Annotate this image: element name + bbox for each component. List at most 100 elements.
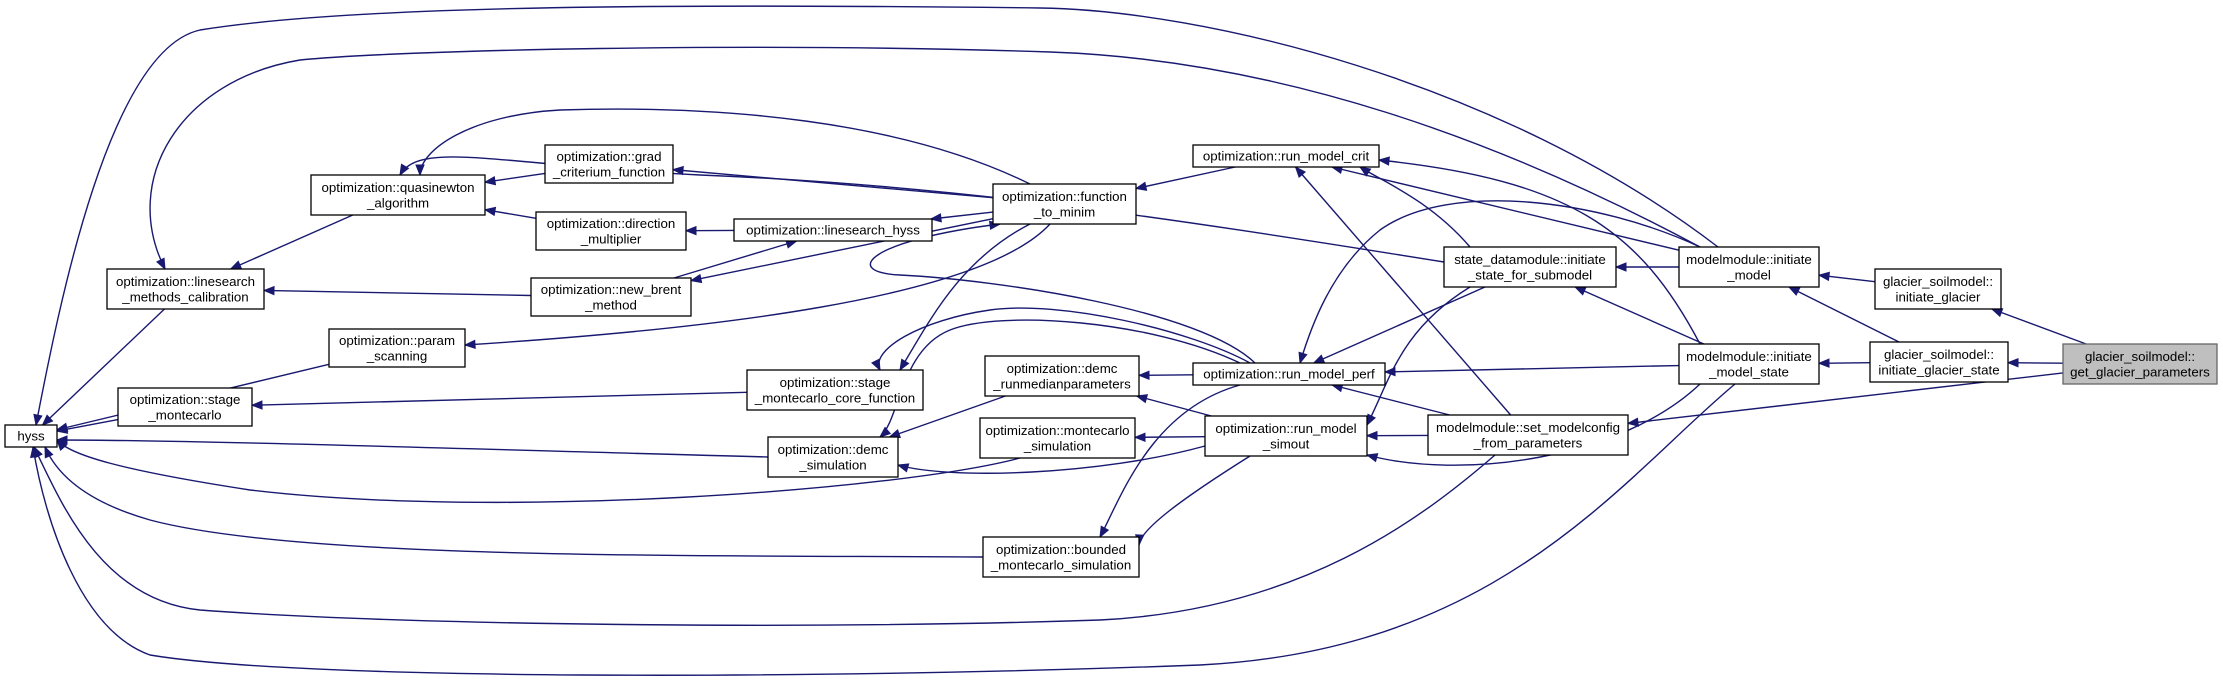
edge-run-model-perf-to-stage-core-arrowhead [871, 358, 881, 372]
node-initiate-state-for-submodel[interactable]: state_datamodule::initiate_state_for_sub… [1443, 246, 1617, 288]
edge-bounded-montecarlo-to-hyss [44, 446, 984, 558]
node-box [984, 355, 1140, 397]
node-label-line: hyss [17, 429, 45, 444]
edge-set-modelconfig-to-run-model-perf [1331, 384, 1450, 416]
edge-run-model-simout-to-montecarlo-sim [1134, 436, 1206, 439]
node-label-line: _montecarlo_simulation [990, 557, 1131, 572]
edge-initiate-glacier-state-to-initiate-model [1788, 286, 1900, 343]
node-initiate-model-state[interactable]: modelmodule::initiate_model_state [1678, 343, 1820, 385]
edge-initiate-glacier-state-to-initiate-model-state-arrowhead [1817, 358, 1830, 368]
node-set-modelconfig[interactable]: modelmodule::set_modelconfig_from_parame… [1427, 414, 1629, 456]
node-label-line: optimization::linesearch [116, 274, 255, 289]
node-label-line: optimization::direction [547, 216, 676, 231]
node-label-line: optimization::run_model_perf [1203, 367, 1375, 382]
edge-run-model-simout-to-bounded-montecarlo [1138, 455, 1251, 546]
node-label-line: _method [584, 297, 637, 312]
node-label-line: _to_minim [1033, 204, 1095, 219]
node-box [310, 174, 486, 216]
node-box [1678, 343, 1820, 385]
node-label-line: optimization::demc [1007, 361, 1118, 376]
edge-set-modelconfig-to-run-model-crit [1295, 166, 1512, 416]
node-label-line: initiate_glacier [1895, 289, 1981, 304]
node-label-line: _simout [1262, 436, 1310, 451]
edge-get-glacier-parameters-to-initiate-glacier-arrowhead [1990, 308, 2004, 318]
edge-initiate-model-to-linesearch-methods-calibration-arrowhead [156, 257, 166, 271]
edge-initiate-model-to-hyss-arrowhead [33, 413, 43, 427]
node-function-to-minim[interactable]: optimization::function_to_minim [992, 183, 1137, 225]
edge-initiate-state-for-submodel-to-run-model-simout-arrowhead [1366, 413, 1376, 427]
node-hyss[interactable]: hyss [4, 424, 58, 448]
edge-demc-simulation-to-hyss-arrowhead [55, 435, 68, 445]
edge-stage-montecarlo-to-hyss-arrowhead [55, 424, 69, 434]
node-bounded-montecarlo[interactable]: optimization::bounded_montecarlo_simulat… [982, 536, 1140, 578]
node-box [328, 328, 466, 368]
node-label-line: _montecarlo [147, 407, 221, 422]
edge-montecarlo-sim-to-hyss-arrowhead [56, 438, 68, 452]
edge-new-brent-to-linesearch-hyss [673, 240, 797, 279]
edge-run-model-simout-to-demc-simulation [897, 445, 1206, 474]
node-label-line: _state_for_submodel [1467, 267, 1592, 282]
edge-stage-core-to-stage-montecarlo-arrowhead [250, 400, 263, 410]
edge-initiate-state-for-submodel-to-run-model-perf [1313, 286, 1486, 364]
edge-function-to-minim-to-quasinewton [419, 108, 1031, 185]
node-label-line: glacier_soilmodel:: [2085, 349, 2195, 364]
node-label-line: optimization::linesearch_hyss [746, 223, 920, 238]
edge-function-to-minim-to-quasinewton-arrowhead [415, 164, 425, 177]
node-demc-runmedian[interactable]: optimization::demc_runmedianparameters [984, 355, 1140, 397]
node-box [1874, 268, 2002, 310]
edge-initiate-model-state-to-run-model-simout [1366, 383, 1701, 466]
node-label-line: glacier_soilmodel:: [1883, 274, 1993, 289]
edge-run-model-perf-to-bounded-montecarlo-arrowhead [1099, 525, 1110, 539]
node-label-line: optimization::bounded [996, 542, 1126, 557]
edge-run-model-perf-to-demc-simulation-arrowhead [878, 426, 892, 438]
node-new-brent[interactable]: optimization::new_brent_method [530, 277, 692, 317]
node-box [535, 211, 687, 251]
node-stage-montecarlo[interactable]: optimization::stage_montecarlo [117, 387, 253, 427]
node-label-line: _multiplier [580, 231, 642, 246]
node-label-line: optimization::stage [130, 392, 241, 407]
node-box [982, 536, 1140, 578]
edge-initiate-glacier-state-to-initiate-model-arrowhead [1787, 286, 1801, 296]
node-linesearch-hyss[interactable]: optimization::linesearch_hyss [733, 218, 933, 242]
edge-run-model-crit-to-function-to-minim-arrowhead [1134, 181, 1148, 191]
edge-function-to-minim-to-new-brent-arrowhead [689, 273, 703, 284]
edge-initiate-model-state-to-run-model-perf-arrowhead [1383, 366, 1396, 377]
edge-linesearch-methods-calibration-to-hyss-arrowhead [41, 414, 54, 426]
node-stage-core[interactable]: optimization::stage_montecarlo_core_func… [746, 369, 924, 411]
edge-function-to-minim-to-stage-core [899, 223, 1031, 371]
edge-function-to-minim-to-grad-criterium [672, 168, 994, 199]
edge-initiate-model-to-hyss [35, 5, 1719, 426]
node-param-scanning[interactable]: optimization::param_scanning [328, 328, 466, 368]
edge-get-glacier-parameters-to-set-modelconfig-arrowhead [1626, 417, 1639, 427]
edge-new-brent-to-linesearch-methods-calibration-arrowhead [262, 285, 275, 296]
node-label-line: optimization::run_model_crit [1203, 149, 1370, 164]
node-label-line: optimization::stage [780, 375, 891, 390]
node-montecarlo-sim[interactable]: optimization::montecarlo_simulation [979, 417, 1136, 459]
node-run-model-crit[interactable]: optimization::run_model_crit [1192, 144, 1380, 168]
node-grad-criterium[interactable]: optimization::grad_criterium_function [544, 144, 674, 184]
node-label-line: _simulation [1023, 438, 1091, 453]
node-initiate-model[interactable]: modelmodule::initiate_model [1678, 246, 1820, 288]
node-label-line: _model [1726, 267, 1771, 282]
node-box [2062, 343, 2218, 385]
node-label-line: glacier_soilmodel:: [1884, 347, 1994, 362]
edge-initiate-state-for-submodel-to-run-model-crit [1359, 166, 1471, 248]
node-demc-simulation[interactable]: optimization::demc_simulation [767, 436, 899, 478]
node-box [746, 369, 924, 411]
node-direction-multiplier[interactable]: optimization::direction_multiplier [535, 211, 687, 251]
edge-run-model-simout-to-demc-runmedian-arrowhead [1135, 394, 1149, 404]
node-initiate-glacier[interactable]: glacier_soilmodel::initiate_glacier [1874, 268, 2002, 310]
node-box [1443, 246, 1617, 288]
node-box [1869, 341, 2009, 383]
edge-initiate-glacier-to-initiate-model-arrowhead [1817, 271, 1830, 282]
node-run-model-perf[interactable]: optimization::run_model_perf [1192, 362, 1386, 386]
node-initiate-glacier-state[interactable]: glacier_soilmodel::initiate_glacier_stat… [1869, 341, 2009, 383]
edge-initiate-state-for-submodel-to-linesearch-methods-calibration-arrowhead [399, 163, 410, 177]
edge-run-model-simout-to-montecarlo-sim-arrowhead [1133, 432, 1146, 442]
node-get-glacier-parameters[interactable]: glacier_soilmodel::get_glacier_parameter… [2062, 343, 2218, 385]
edge-initiate-state-for-submodel-to-run-model-perf-arrowhead [1312, 354, 1326, 364]
node-linesearch-methods-calibration[interactable]: optimization::linesearch_methods_calibra… [106, 268, 265, 310]
edge-linesearch-hyss-to-direction-multiplier-arrowhead [684, 225, 697, 236]
node-quasinewton[interactable]: optimization::quasinewton_algorithm [310, 174, 486, 216]
node-run-model-simout[interactable]: optimization::run_model_simout [1204, 415, 1368, 457]
